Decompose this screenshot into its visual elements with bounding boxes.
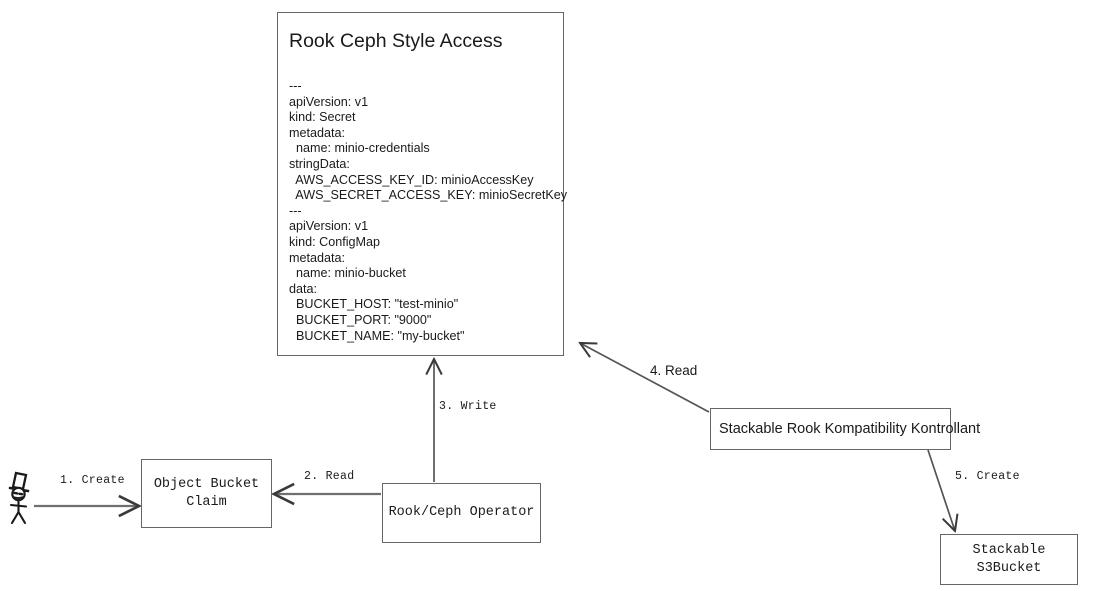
yaml-line: kind: ConfigMap bbox=[289, 234, 381, 249]
yaml-line: --- bbox=[289, 79, 302, 93]
yaml-line: data: bbox=[289, 281, 318, 296]
node-label: Stackable S3Bucket bbox=[972, 542, 1046, 576]
edge-label-3-write: 3. Write bbox=[439, 400, 497, 413]
yaml-line: BUCKET_PORT: "9000" bbox=[289, 312, 432, 327]
node-rook-ceph-operator[interactable]: Rook/Ceph Operator bbox=[382, 483, 541, 543]
edge-label-4-read: 4. Read bbox=[650, 363, 698, 378]
yaml-line: apiVersion: v1 bbox=[289, 219, 369, 234]
yaml-line: name: minio-credentials bbox=[289, 141, 430, 156]
actor-stick-figure-icon bbox=[8, 471, 30, 525]
yaml-line: metadata: bbox=[289, 250, 346, 265]
edge-label-1-create: 1. Create bbox=[60, 474, 125, 487]
yaml-line: stringData: bbox=[289, 156, 350, 171]
yaml-line: BUCKET_HOST: "test-minio" bbox=[289, 297, 459, 312]
yaml-line: apiVersion: v1 bbox=[289, 94, 369, 109]
spec-card-rook-ceph-style-access[interactable]: Rook Ceph Style Access ---apiVersion: v1… bbox=[277, 12, 568, 356]
node-label: Rook/Ceph Operator bbox=[388, 505, 535, 520]
yaml-line: metadata: bbox=[289, 125, 346, 140]
edge-label-2-read: 2. Read bbox=[304, 470, 355, 483]
edge-label-5-create: 5. Create bbox=[955, 470, 1020, 483]
yaml-line: name: minio-bucket bbox=[289, 266, 406, 281]
node-stackable-rook-kompatibility-kontrollant[interactable]: Stackable Rook Kompatibility Kontrollant bbox=[710, 408, 980, 450]
yaml-line: AWS_SECRET_ACCESS_KEY: minioSecretKey bbox=[289, 188, 568, 203]
yaml-line: --- bbox=[289, 203, 302, 218]
node-label: Stackable Rook Kompatibility Kontrollant bbox=[719, 421, 981, 437]
yaml-line: BUCKET_NAME: "my-bucket" bbox=[289, 328, 465, 343]
edge-5-create bbox=[927, 449, 955, 531]
node-stackable-s3bucket[interactable]: Stackable S3Bucket bbox=[940, 534, 1078, 585]
yaml-line: kind: Secret bbox=[289, 110, 356, 125]
spec-card-title: Rook Ceph Style Access bbox=[289, 30, 503, 52]
yaml-line: AWS_ACCESS_KEY_ID: minioAccessKey bbox=[289, 172, 534, 187]
